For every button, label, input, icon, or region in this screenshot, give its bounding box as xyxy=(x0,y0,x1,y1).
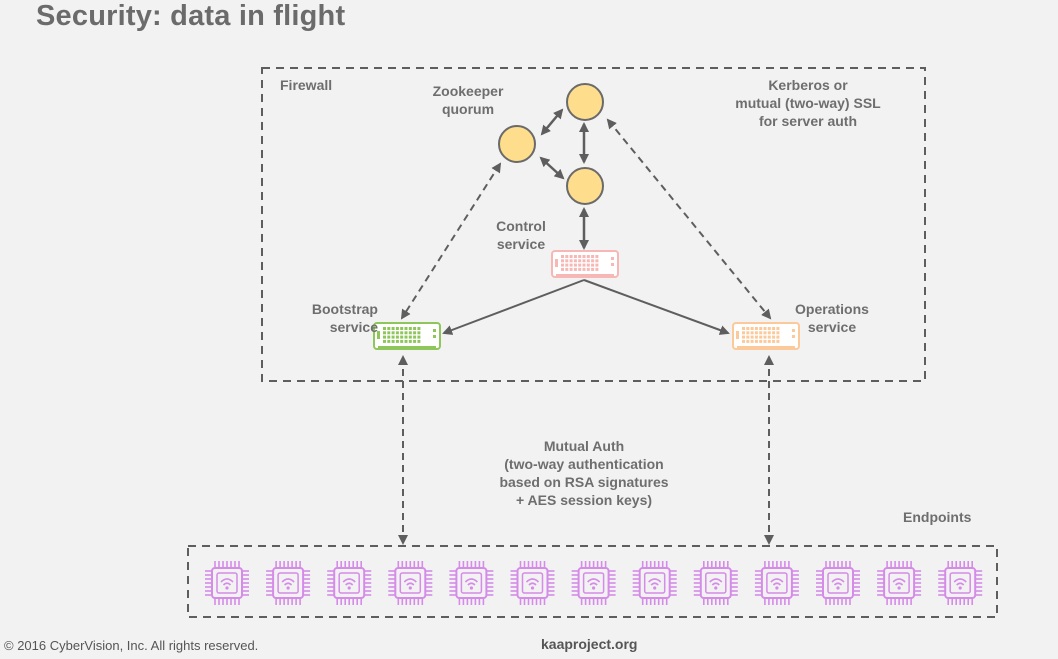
endpoint-chip-icon xyxy=(754,561,799,605)
page-title: Security: data in flight xyxy=(36,0,346,32)
kerberos-label-line1: Kerberos or xyxy=(768,77,848,93)
endpoint-chip-icon xyxy=(327,561,372,605)
operations-service-label: Operations service xyxy=(786,300,878,336)
endpoint-chip-icon xyxy=(205,561,249,605)
kerberos-label-line3: for server auth xyxy=(758,113,858,129)
zookeeper-label-line2: quorum xyxy=(441,101,495,117)
zookeeper-label-line1: Zookeeper xyxy=(432,83,504,99)
zookeeper-node xyxy=(566,83,604,121)
copyright-text: © 2016 CyberVision, Inc. All rights rese… xyxy=(4,638,259,653)
bootstrap-server-icon xyxy=(373,322,441,350)
operations-label-line2: service xyxy=(807,319,857,335)
mutual-auth-label: Mutual Auth (two-way authentication base… xyxy=(484,437,684,509)
mutual-label-line3: based on RSA signatures xyxy=(499,474,669,490)
zookeeper-quorum xyxy=(498,83,604,205)
mutual-label-line4: + AES session keys) xyxy=(515,492,653,508)
endpoint-chip-icon xyxy=(816,561,860,605)
firewall-label: Firewall xyxy=(280,77,333,93)
mutual-label-line1: Mutual Auth xyxy=(543,438,625,454)
mutual-label-line2: (two-way authentication xyxy=(504,456,664,472)
control-service-label: Control service xyxy=(486,217,556,253)
bootstrap-label-line1: Bootstrap xyxy=(311,301,378,317)
endpoint-chip-icon xyxy=(449,561,494,605)
endpoint-chip-icon xyxy=(693,561,738,605)
kerberos-label: Kerberos or mutual (two-way) SSL for ser… xyxy=(708,76,908,130)
endpoint-chip-icon xyxy=(510,561,555,605)
firewall-boundary xyxy=(261,67,926,382)
bootstrap-label-line2: service xyxy=(329,319,378,335)
endpoint-chip-icon xyxy=(266,561,311,605)
kerberos-label-line2: mutual (two-way) SSL xyxy=(735,95,881,111)
endpoints-label: Endpoints xyxy=(903,509,972,525)
operations-server-icon xyxy=(732,322,800,350)
endpoint-chip-icon xyxy=(938,561,983,605)
operations-label-line1: Operations xyxy=(795,301,869,317)
server-auth-links xyxy=(398,118,774,545)
endpoints-boundary xyxy=(187,545,998,618)
bootstrap-service-label: Bootstrap service xyxy=(304,300,378,336)
control-label-line1: Control xyxy=(496,218,546,234)
site-link[interactable]: kaaproject.org xyxy=(541,636,638,652)
endpoint-chip-icon xyxy=(877,561,922,605)
control-links xyxy=(442,279,730,335)
endpoint-chip-icon xyxy=(388,561,433,605)
endpoint-chip-icon xyxy=(632,561,677,605)
zookeeper-label: Zookeeper quorum xyxy=(422,82,514,118)
control-label-line2: service xyxy=(496,236,546,252)
endpoint-chip-icon xyxy=(571,561,616,605)
zookeeper-node xyxy=(498,125,536,163)
zookeeper-links xyxy=(539,108,589,250)
zookeeper-node xyxy=(566,167,604,205)
control-server-icon xyxy=(551,250,619,278)
